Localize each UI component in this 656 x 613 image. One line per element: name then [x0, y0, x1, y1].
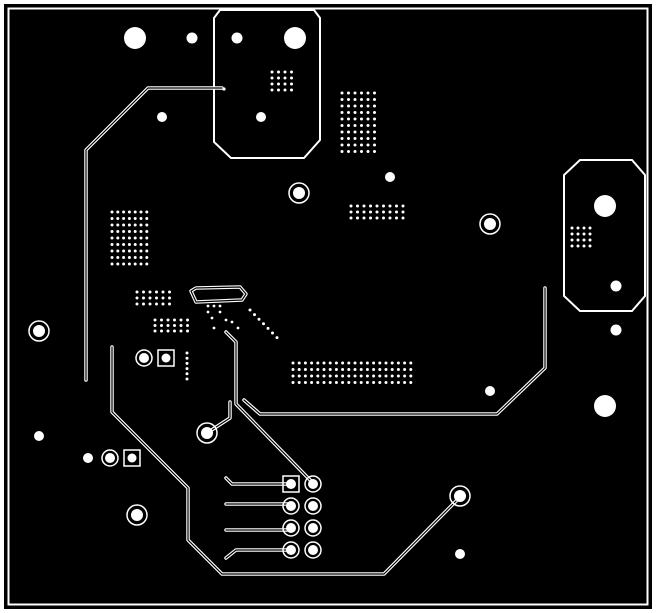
ring-pads [28, 182, 501, 526]
via [210, 316, 214, 320]
top-pour-outline [213, 9, 321, 159]
via [230, 320, 234, 324]
via [236, 326, 240, 330]
via [224, 318, 228, 322]
via [206, 310, 210, 314]
via-array-4 [349, 204, 405, 220]
via-array-7 [153, 318, 189, 333]
board-inner-edge [7, 7, 649, 606]
hole-top-right [284, 27, 306, 49]
small-vias [206, 304, 240, 330]
via-array-9 [185, 351, 189, 381]
via-array-3 [110, 210, 149, 266]
via [212, 326, 216, 330]
via-array-2 [340, 91, 376, 153]
via-array-8 [291, 361, 413, 384]
via [206, 304, 210, 308]
large-holes [124, 27, 616, 417]
via-arrays [110, 70, 592, 384]
right-pour-outline [563, 159, 646, 312]
hole-top-left [124, 27, 146, 49]
via-array-1 [270, 70, 293, 92]
via [218, 310, 222, 314]
hole-right-lower [594, 395, 616, 417]
square-pads [123, 349, 175, 467]
via [212, 304, 216, 308]
trace-gaps [85, 87, 546, 575]
via-array-6 [135, 290, 171, 306]
hole-right-upper [594, 195, 616, 217]
connector-header [282, 475, 322, 559]
board-area [4, 4, 652, 609]
small-holes [34, 32, 622, 559]
via-array-diagonal [248, 308, 279, 340]
via [218, 304, 222, 308]
via-array-5 [570, 226, 592, 248]
